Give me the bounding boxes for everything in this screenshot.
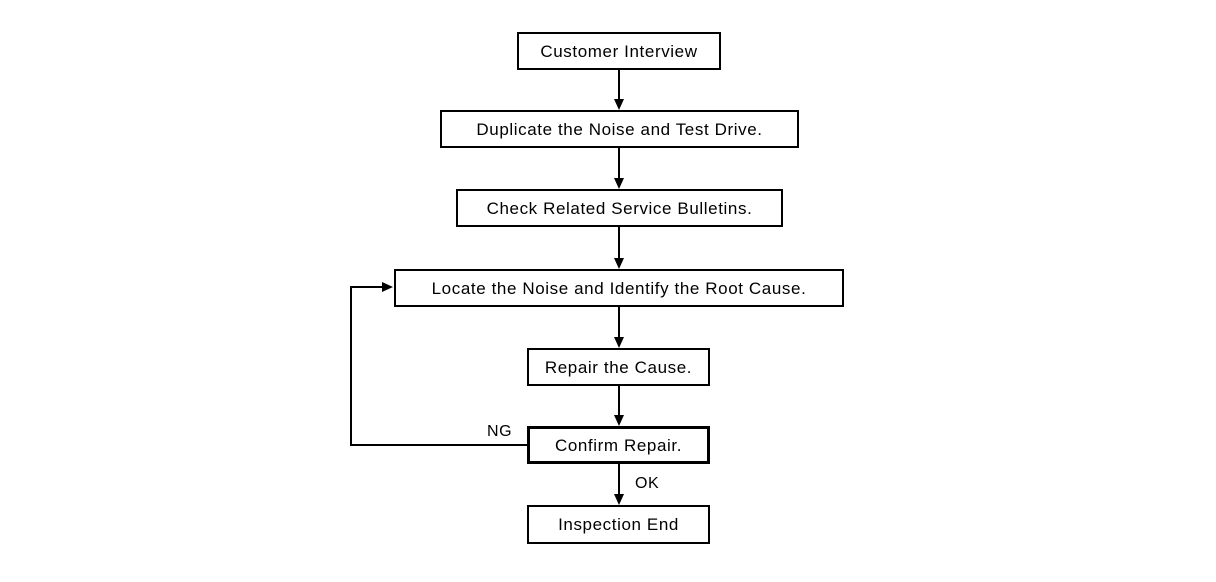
arrowhead-feedback-loop-to-locate — [382, 282, 393, 292]
node-label-locate-noise: Locate the Noise and Identify the Root C… — [431, 278, 807, 298]
node-check-bulletins[interactable]: Check Related Service Bulletins. — [456, 189, 783, 227]
node-duplicate-noise[interactable]: Duplicate the Noise and Test Drive. — [440, 110, 799, 148]
node-label-check-bulletins: Check Related Service Bulletins. — [486, 198, 753, 218]
connector-bulletins-to-locate — [618, 227, 620, 258]
arrowhead-duplicate-to-bulletins — [614, 178, 624, 189]
feedback-loop-bottom-segment — [350, 444, 528, 446]
node-label-customer-interview: Customer Interview — [540, 41, 698, 61]
edge-label-ng: NG — [487, 423, 513, 440]
arrowhead-locate-to-repair — [614, 337, 624, 348]
connector-locate-to-repair — [618, 307, 620, 337]
node-label-duplicate-noise: Duplicate the Noise and Test Drive. — [476, 119, 763, 139]
node-confirm-repair[interactable]: Confirm Repair. — [527, 426, 710, 464]
node-label-inspection-end: Inspection End — [558, 515, 679, 534]
node-label-repair-cause: Repair the Cause. — [544, 357, 693, 377]
edge-label-ok: OK — [635, 475, 660, 492]
node-label-confirm-repair: Confirm Repair. — [554, 435, 683, 455]
connector-interview-to-duplicate — [618, 70, 620, 99]
feedback-loop-left-segment — [350, 286, 352, 446]
connector-repair-to-confirm — [618, 386, 620, 415]
arrowhead-interview-to-duplicate — [614, 99, 624, 110]
connector-duplicate-to-bulletins — [618, 148, 620, 178]
node-repair-cause[interactable]: Repair the Cause. — [527, 348, 710, 386]
arrowhead-confirm-to-end — [614, 494, 624, 505]
node-inspection-end[interactable]: Inspection End — [527, 505, 710, 544]
node-customer-interview[interactable]: Customer Interview — [517, 32, 721, 70]
feedback-loop-top-segment — [350, 286, 384, 288]
node-locate-noise[interactable]: Locate the Noise and Identify the Root C… — [394, 269, 844, 307]
arrowhead-repair-to-confirm — [614, 415, 624, 426]
arrowhead-bulletins-to-locate — [614, 258, 624, 269]
connector-confirm-to-end — [618, 464, 620, 494]
